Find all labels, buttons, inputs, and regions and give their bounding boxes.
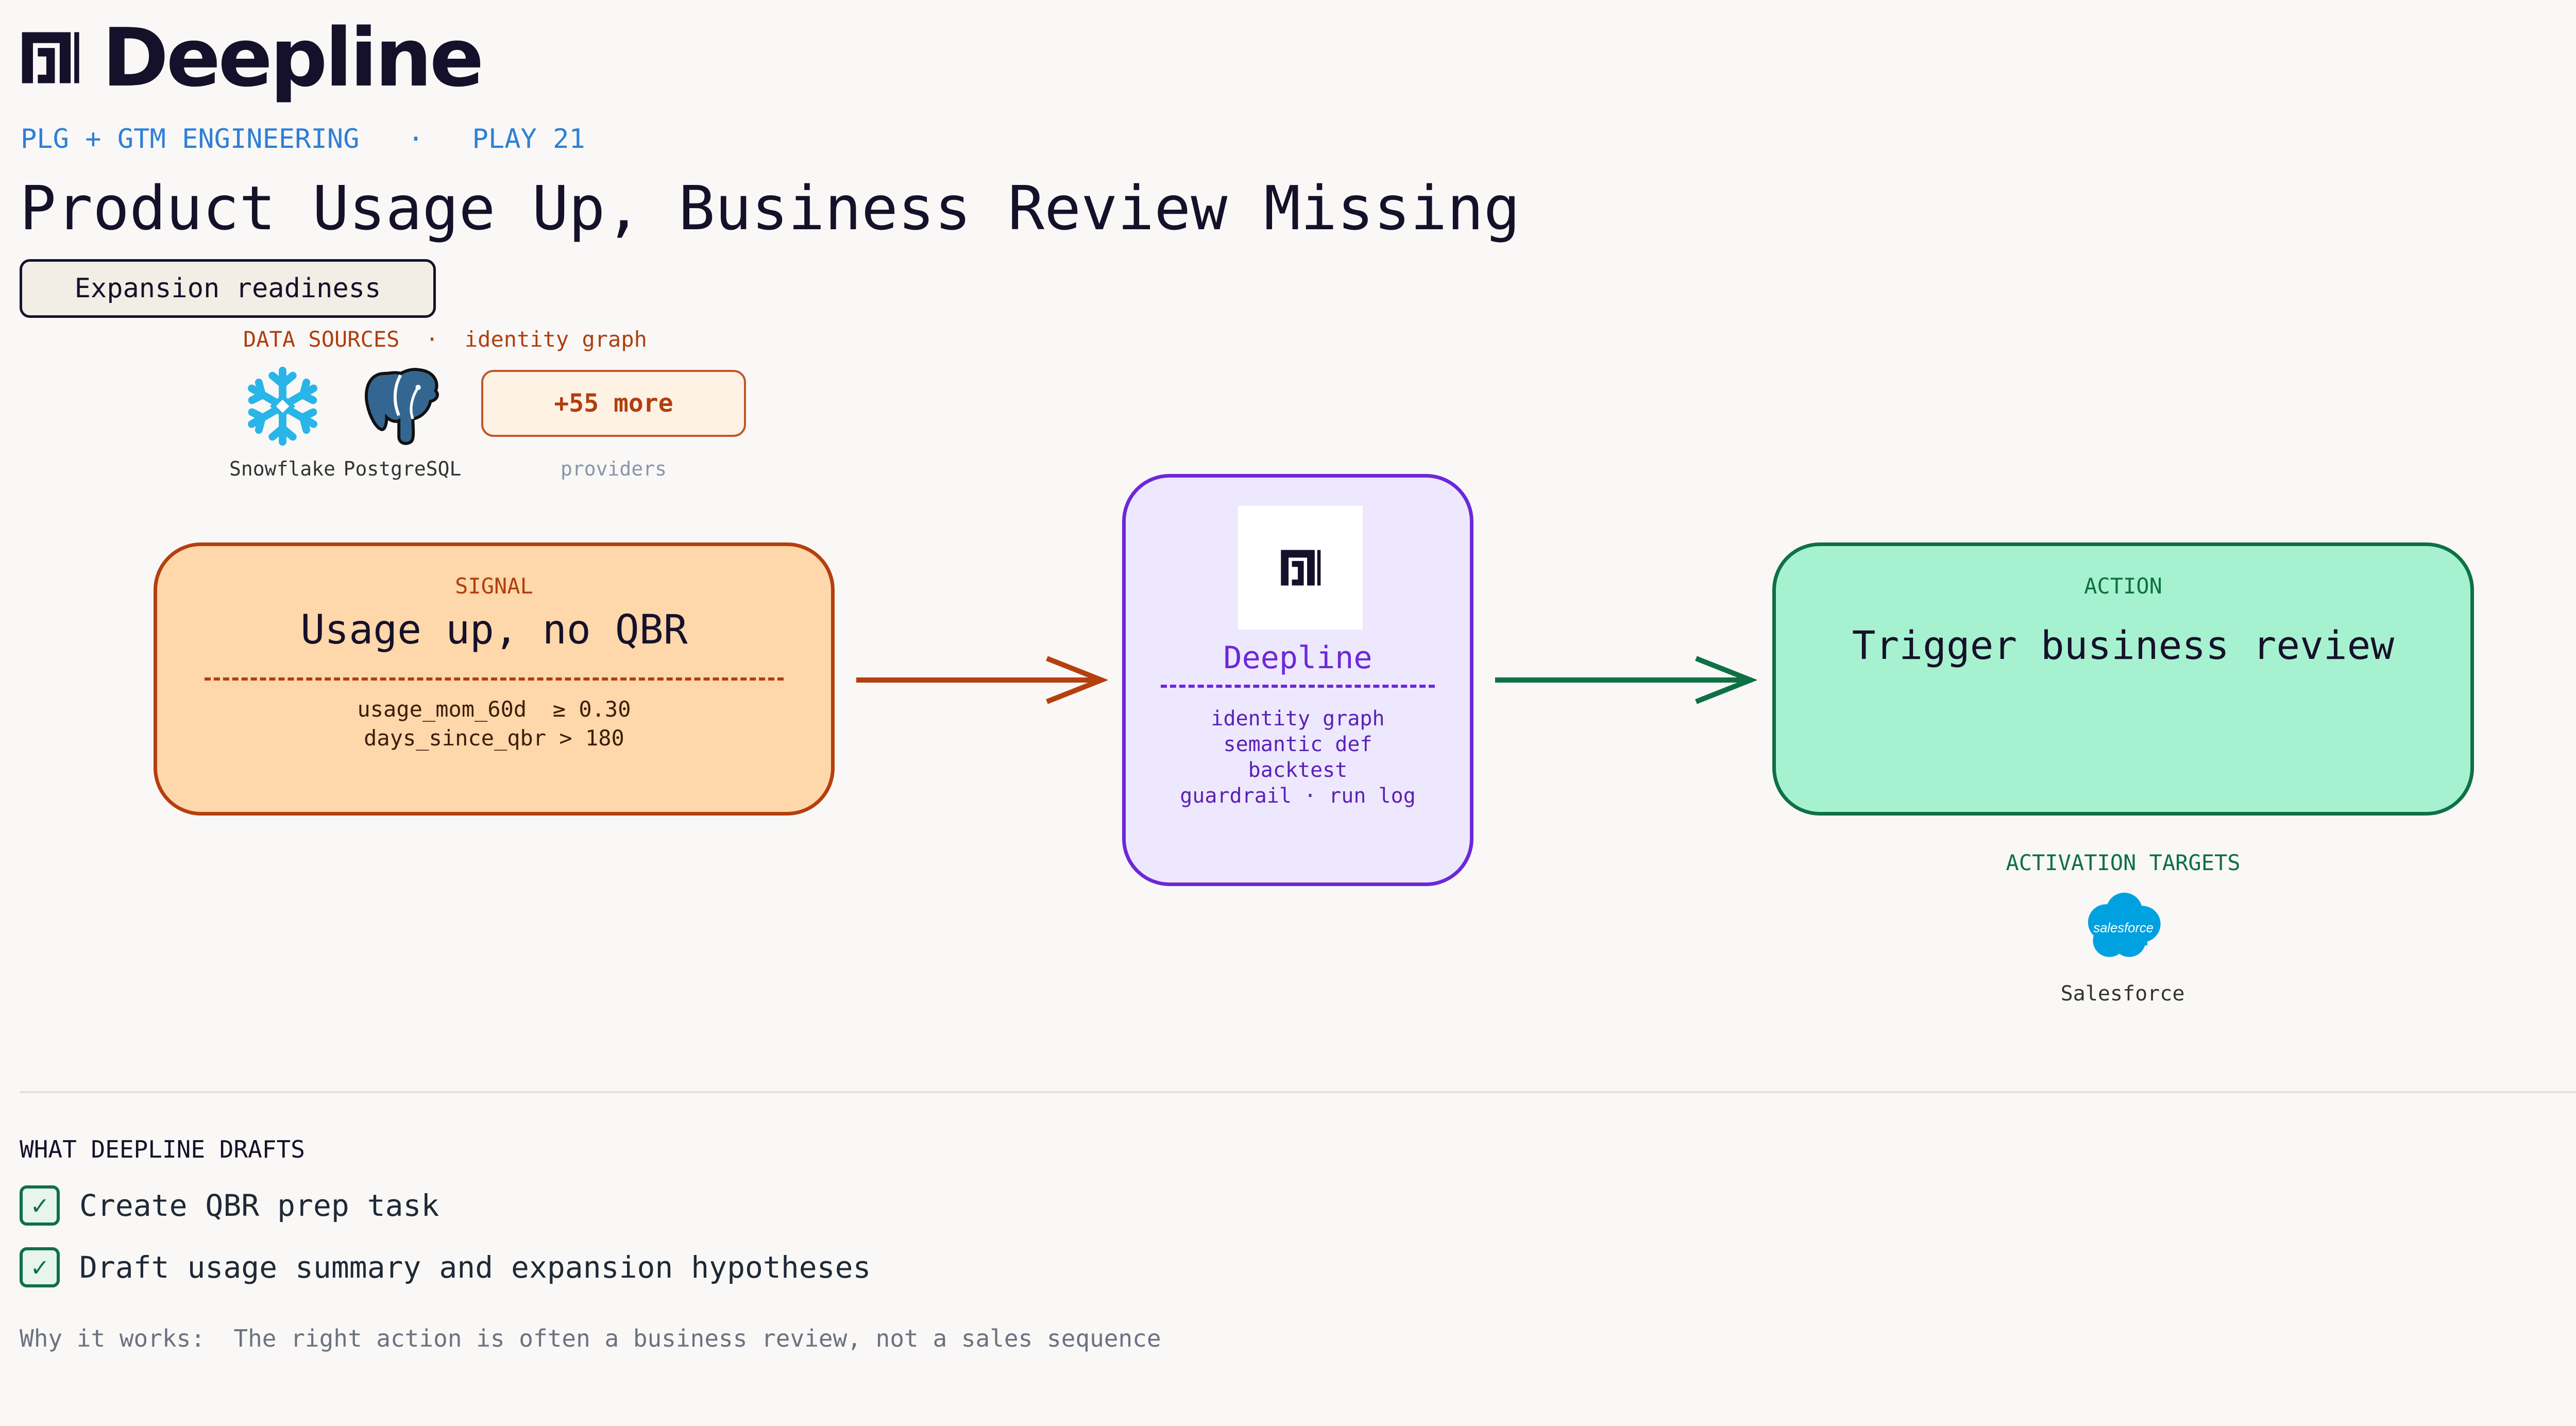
activation-targets-label: ACTIVATION TARGETS [2006, 850, 2241, 875]
eyebrow-separator: · [408, 124, 424, 155]
why-it-works: Why it works: The right action is often … [20, 1325, 1161, 1352]
engine-step: identity graph [1211, 707, 1385, 731]
page-title: Product Usage Up, Business Review Missin… [20, 173, 1520, 244]
providers-caption: providers [561, 457, 667, 480]
engine-name: Deepline [1223, 640, 1372, 676]
snowflake-icon [248, 366, 317, 446]
data-sources-label: DATA SOURCES · identity graph [243, 327, 647, 352]
salesforce-logo-text: salesforce [2093, 921, 2154, 936]
data-sources-separator: · [426, 327, 439, 352]
signal-condition: usage_mom_60d ≥ 0.30 [357, 697, 631, 722]
deepline-logo-icon [22, 32, 79, 83]
signal-condition: days_since_qbr > 180 [364, 725, 624, 751]
engine-step: backtest [1248, 758, 1348, 782]
tag-pill: Expansion readiness [20, 259, 436, 318]
arrow-signal-to-engine [856, 656, 1108, 704]
activation-target-salesforce: Salesforce [2060, 982, 2185, 1006]
checkbox-checked-icon[interactable]: ✓ [20, 1185, 60, 1226]
source-label-snowflake: Snowflake [229, 457, 335, 480]
data-sources-sublabel: identity graph [464, 327, 647, 352]
engine-step: semantic def [1223, 733, 1372, 756]
section-divider [20, 1091, 2576, 1093]
source-label-postgresql: PostgreSQL [343, 457, 462, 480]
signal-card: SIGNAL Usage up, no QBR usage_mom_60d ≥ … [154, 542, 835, 816]
salesforce-cloud-icon: salesforce [2088, 892, 2161, 957]
arrow-engine-to-action [1495, 656, 1757, 704]
deepline-engine-card: Deepline identity graph semantic def bac… [1122, 474, 1473, 886]
action-title: Trigger business review [1852, 622, 2395, 668]
signal-divider [205, 677, 784, 681]
draft-item: ✓ Create QBR prep task [20, 1185, 439, 1226]
drafts-heading: WHAT DEEPLINE DRAFTS [20, 1135, 305, 1163]
play-number: PLAY 21 [472, 124, 585, 155]
action-kicker: ACTION [2084, 573, 2162, 599]
brand-name: Deepline [102, 11, 484, 105]
deepline-logo-icon [1281, 550, 1321, 586]
engine-logo-tile [1238, 506, 1363, 630]
engine-step: guardrail · run log [1180, 784, 1416, 808]
signal-title: Usage up, no QBR [300, 607, 688, 653]
why-text: The right action is often a business rev… [233, 1325, 1161, 1352]
draft-item-label: Create QBR prep task [79, 1188, 439, 1223]
checkbox-checked-icon[interactable]: ✓ [20, 1247, 60, 1287]
engine-divider [1161, 685, 1435, 688]
eyebrow: PLG + GTM ENGINEERING · PLAY 21 [21, 124, 585, 155]
brand-header: Deepline [20, 11, 484, 105]
action-card: ACTION Trigger business review [1772, 542, 2474, 816]
draft-item: ✓ Draft usage summary and expansion hypo… [20, 1247, 871, 1288]
draft-item-label: Draft usage summary and expansion hypoth… [79, 1250, 871, 1285]
postgresql-elephant-icon [365, 368, 439, 445]
more-providers-button[interactable]: +55 more [481, 370, 746, 437]
category-label: PLG + GTM ENGINEERING [21, 124, 360, 155]
data-sources-title: DATA SOURCES [243, 327, 400, 352]
why-label: Why it works: [20, 1325, 206, 1352]
signal-kicker: SIGNAL [455, 573, 533, 599]
